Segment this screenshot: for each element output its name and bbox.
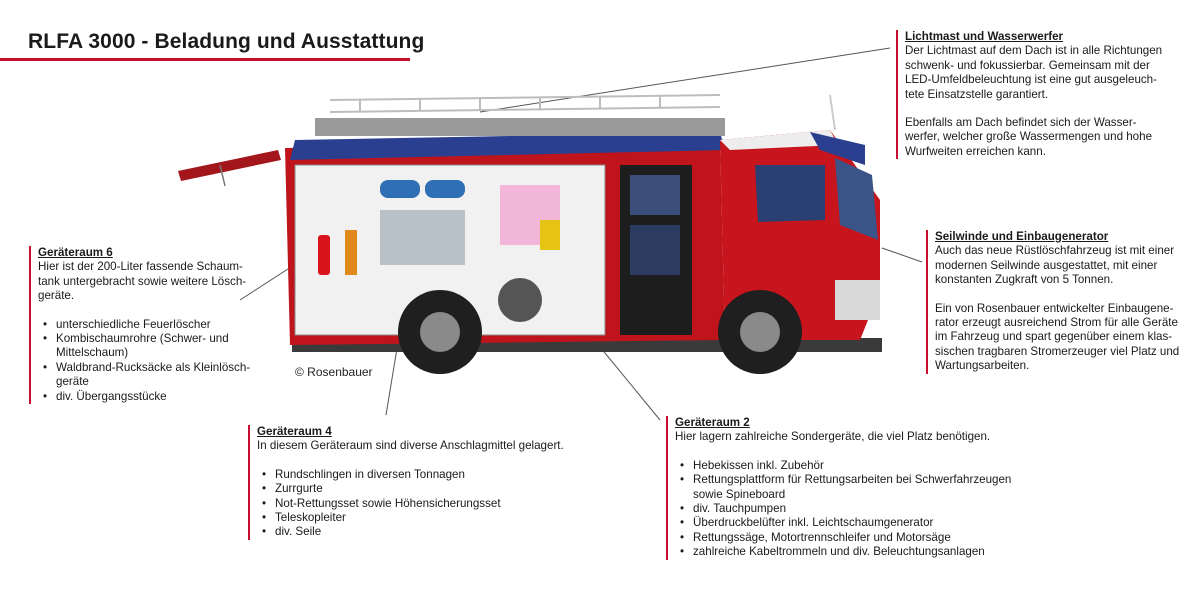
leader-seilwinde bbox=[881, 247, 923, 263]
list-item: div. Übergangsstücke bbox=[38, 390, 254, 405]
page-title: RLFA 3000 - Beladung und Ausstattung bbox=[28, 30, 425, 53]
front-wheel-hub bbox=[740, 312, 780, 352]
rear-flap bbox=[178, 150, 281, 181]
roof-box bbox=[315, 118, 725, 136]
callout-line: im Fahrzeug und spart gegenüber einem kl… bbox=[935, 330, 1173, 344]
callout-line: LED-Umfeldbeleuchtung ist eine gut ausge… bbox=[905, 73, 1157, 87]
blue-cylinder bbox=[380, 180, 420, 198]
callout-geraeteraum-4: Geräteraum 4 In diesem Geräteraum sind d… bbox=[248, 425, 568, 540]
list-item: Hebekissen inkl. Zubehör bbox=[675, 459, 1026, 474]
callout-line: werfer, welcher große Wassermengen und h… bbox=[905, 130, 1153, 144]
callout-geraeteraum-2: Geräteraum 2 Hier lagern zahlreiche Sond… bbox=[666, 416, 1026, 560]
roof-stripe bbox=[290, 132, 725, 160]
list-item: Rundschlingen in diversen Tonnagen bbox=[257, 468, 568, 483]
copyright-label: © Rosenbauer bbox=[295, 365, 373, 379]
leader-lichtmast bbox=[479, 47, 891, 113]
cab-roof-blue bbox=[810, 132, 865, 165]
list-item: zahlreiche Kabeltrommeln und div. Beleuc… bbox=[675, 545, 1026, 560]
cab-bumper bbox=[835, 280, 880, 320]
callout-line: Ebenfalls am Dach befindet sich der Wass… bbox=[905, 116, 1137, 130]
callout-heading: Lichtmast und Wasserwerfer bbox=[905, 30, 1064, 43]
callout-line: Der Lichtmast auf dem Dach ist in alle R… bbox=[905, 44, 1163, 58]
lichtmast-pole bbox=[829, 94, 836, 131]
list-item: Überdruckbelüfter inkl. Leichtschaumgene… bbox=[675, 516, 1026, 531]
equipment-list: unterschiedliche Feuerlöscher Kombischau… bbox=[38, 318, 254, 405]
callout-line: Wurfweiten erreichen kann. bbox=[905, 144, 1046, 158]
ventilation-fan bbox=[498, 278, 542, 322]
callout-line: modernen Seilwinde ausgestattet, mit ein… bbox=[935, 258, 1158, 272]
callout-line: Auch das neue Rüstlöschfahrzeug ist mit … bbox=[935, 244, 1175, 258]
flap-strut bbox=[219, 164, 226, 187]
list-item: div. Seile bbox=[257, 525, 568, 540]
list-item: Teleskopleiter bbox=[257, 511, 568, 526]
callout-line: Hier lagern zahlreiche Sondergeräte, die… bbox=[675, 430, 991, 444]
fire-extinguisher bbox=[318, 235, 330, 275]
callout-line: Wartungsarbeiten. bbox=[935, 359, 1030, 373]
cab-white-panel bbox=[720, 130, 838, 150]
roof-ladder bbox=[329, 94, 721, 113]
equipment bbox=[318, 180, 560, 322]
storage-box bbox=[380, 210, 465, 265]
callout-line: In diesem Geräteraum sind diverse Anschl… bbox=[257, 439, 564, 453]
rear-wheel-hub bbox=[420, 312, 460, 352]
windshield bbox=[835, 158, 878, 240]
callout-line: Hier ist der 200-Liter fassende Schaum- bbox=[38, 260, 243, 274]
callout-line: Ein von Rosenbauer entwickelter Einbauge… bbox=[935, 301, 1174, 315]
roller-door-window-2 bbox=[630, 225, 680, 275]
yellow-device bbox=[540, 220, 560, 250]
wheels bbox=[398, 290, 802, 374]
title-underline bbox=[0, 58, 410, 61]
callout-seilwinde: Seilwinde und Einbaugenerator Auch das n… bbox=[926, 230, 1188, 374]
callout-line: sischen tragbaren Stromerzeuger viel Pla… bbox=[935, 344, 1180, 358]
callout-line: tank untergebracht sowie weitere Lösch- bbox=[38, 274, 247, 288]
equipment-list: Rundschlingen in diversen Tonnagen Zurrg… bbox=[257, 468, 568, 540]
list-item: Rettungsplattform für Rettungsarbeiten b… bbox=[675, 473, 1026, 502]
callout-line: geräte. bbox=[38, 289, 75, 303]
callout-line: rator erzeugt ausreichend Strom für alle… bbox=[935, 316, 1178, 330]
callout-geraeteraum-6: Geräteraum 6 Hier ist der 200-Liter fass… bbox=[29, 246, 254, 404]
equipment-list: Hebekissen inkl. Zubehör Rettungsplattfo… bbox=[675, 459, 1026, 560]
callout-heading: Geräteraum 4 bbox=[257, 425, 332, 438]
callout-line: konstanten Zugkraft von 5 Tonnen. bbox=[935, 273, 1114, 287]
list-item: Rettungssäge, Motortrennschleifer und Mo… bbox=[675, 531, 1026, 546]
roller-door-window bbox=[630, 175, 680, 215]
callout-line: schwenk- und fokussierbar. Gemeinsam mit… bbox=[905, 58, 1150, 72]
list-item: div. Tauchpumpen bbox=[675, 502, 1026, 517]
callout-heading: Seilwinde und Einbaugenerator bbox=[935, 230, 1109, 243]
list-item: Zurrgurte bbox=[257, 482, 568, 497]
list-item: Not-Rettungsset sowie Höhensicherungsset bbox=[257, 497, 568, 512]
list-item: unterschiedliche Feuerlöscher bbox=[38, 318, 254, 333]
callout-lichtmast: Lichtmast und Wasserwerfer Der Lichtmast… bbox=[896, 30, 1186, 160]
callout-heading: Geräteraum 2 bbox=[675, 416, 750, 429]
blue-cylinder-2 bbox=[425, 180, 465, 198]
callout-heading: Geräteraum 6 bbox=[38, 246, 113, 259]
foam-nozzle bbox=[345, 230, 357, 275]
leader-lines bbox=[239, 47, 923, 421]
list-item: Kombischaumrohre (Schwer- undMittelschau… bbox=[38, 332, 254, 361]
list-item: Waldbrand-Rucksäcke als Kleinlösch-gerät… bbox=[38, 361, 254, 390]
cab-side-window bbox=[755, 165, 825, 222]
callout-line: tete Einsatzstelle garantiert. bbox=[905, 87, 1049, 101]
